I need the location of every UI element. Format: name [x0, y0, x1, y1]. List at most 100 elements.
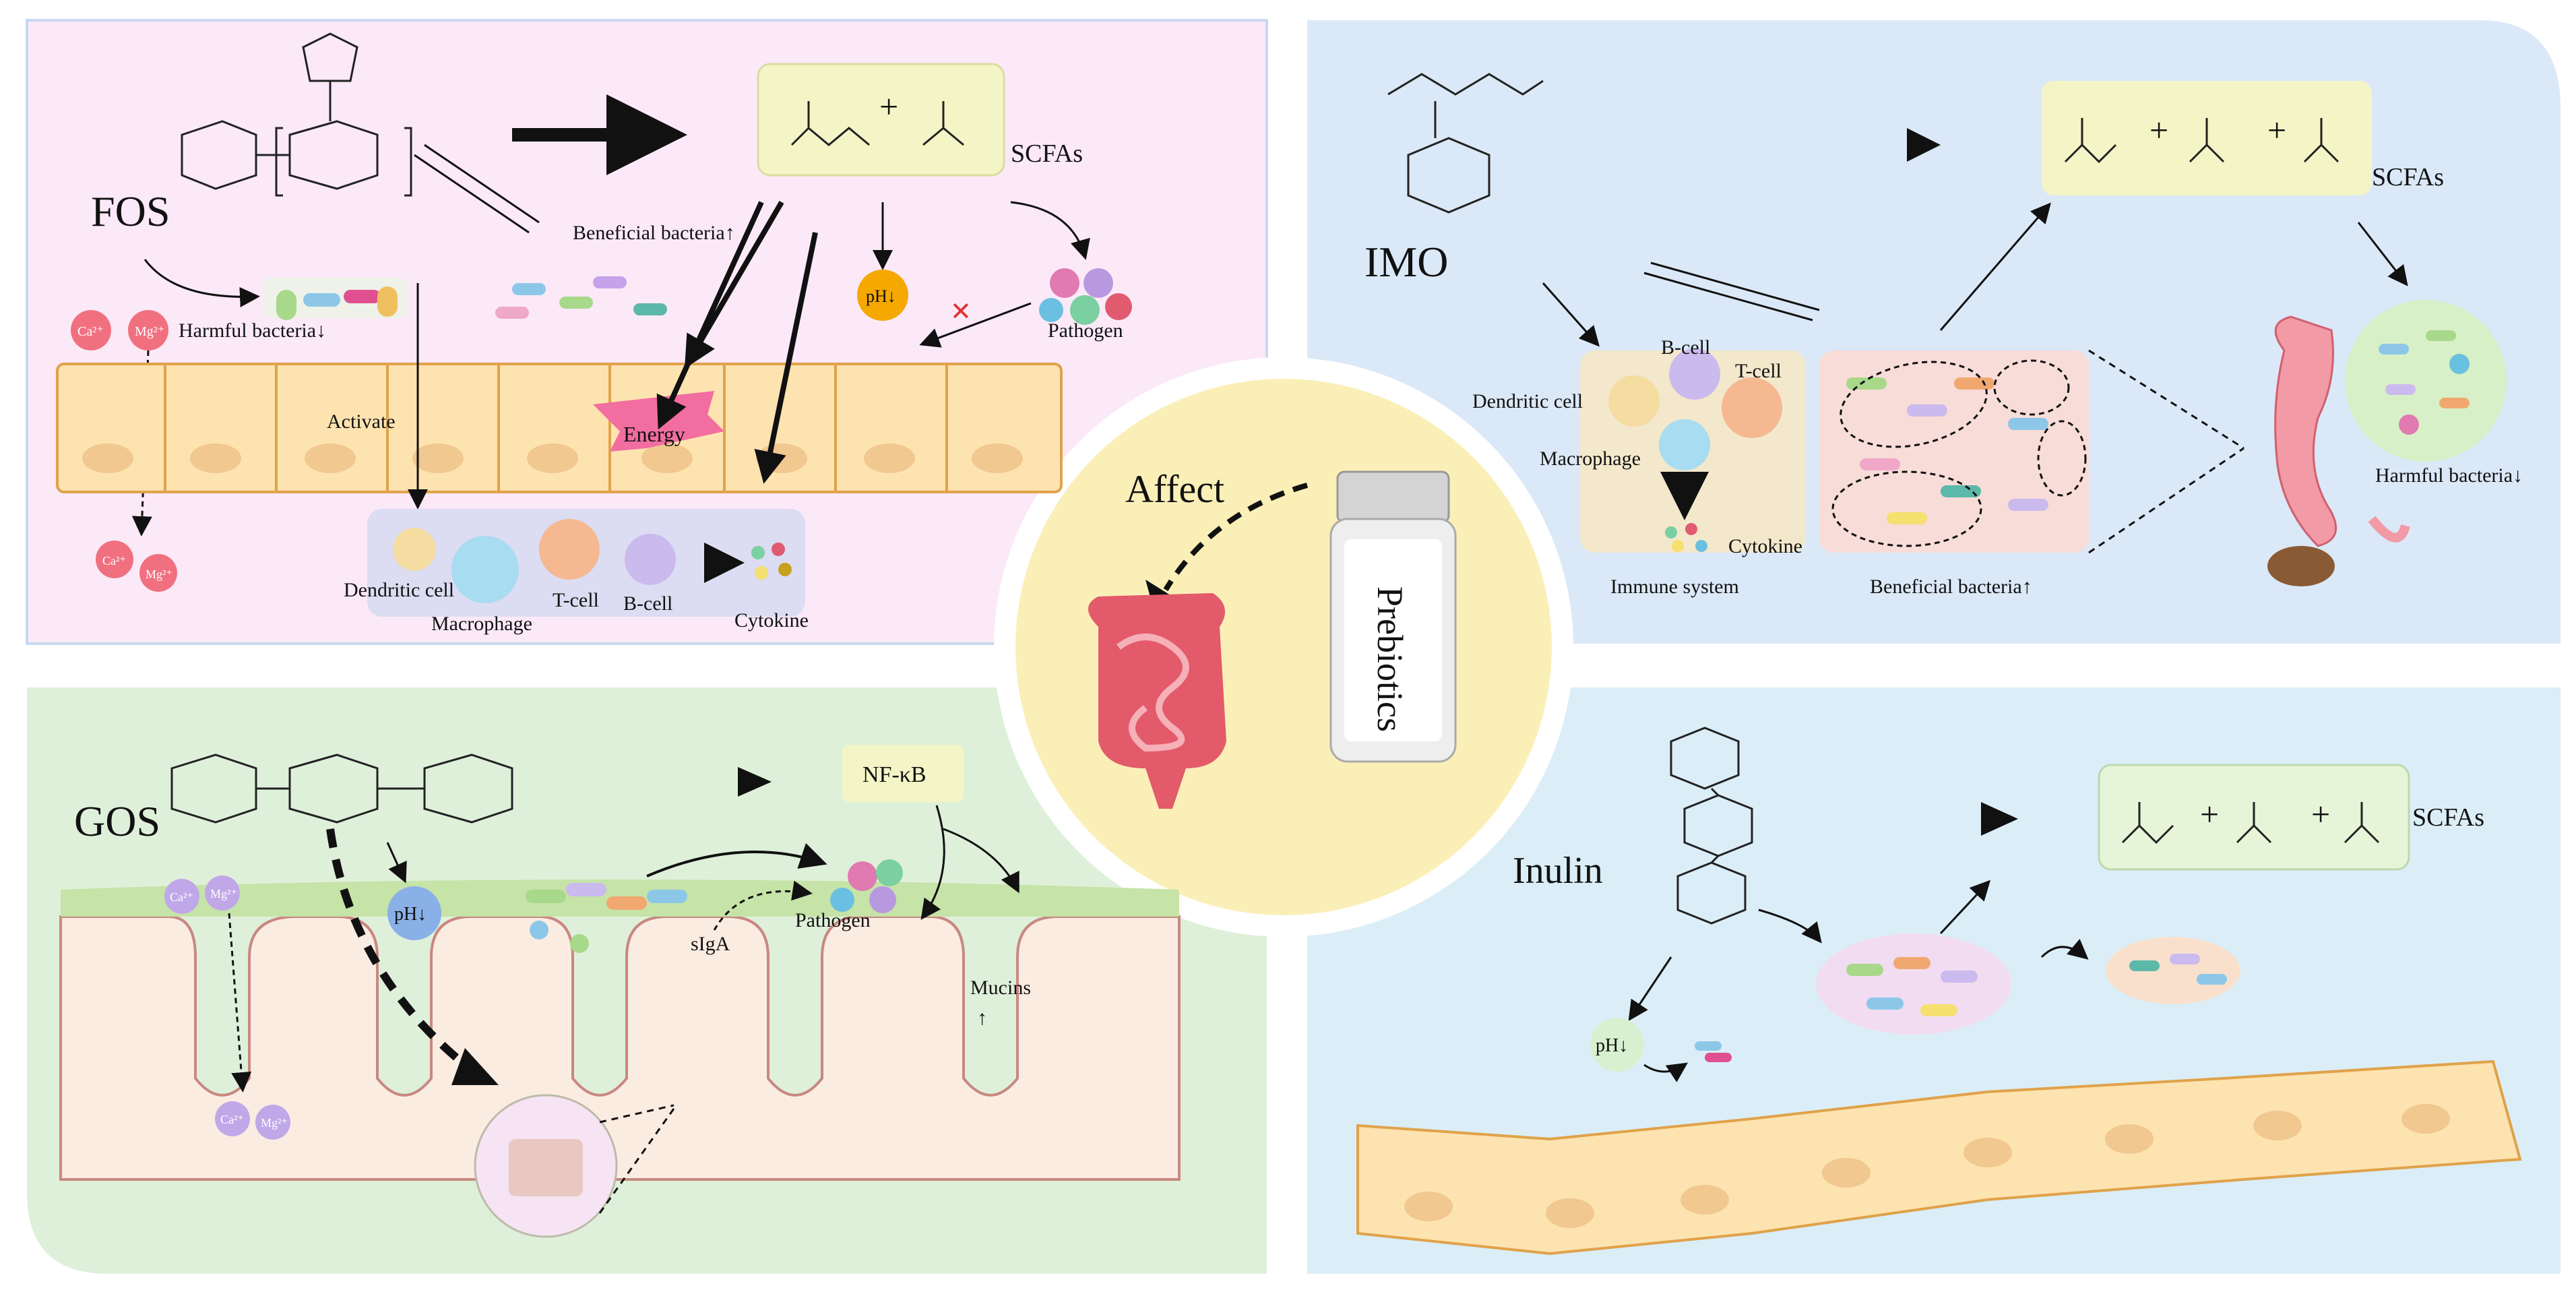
imo-macrophage-icon — [1659, 419, 1710, 470]
imo-tcell-label: T-cell — [1735, 360, 1782, 382]
imo-magnify-bacteria — [2379, 330, 2470, 435]
fos-ca-label: Ca²⁺ — [77, 324, 104, 339]
fos-dendritic-label: Dendritic cell — [344, 579, 454, 601]
gos-ph-label: pH↓ — [394, 904, 427, 925]
imo-beneficial-label: Beneficial bacteria↑ — [1870, 576, 2032, 598]
inulin-main-arrowhead — [1981, 802, 2018, 836]
inulin-plus-1: + — [2200, 795, 2219, 833]
inulin-bacteria — [1846, 957, 1978, 1016]
imo-plus-1: + — [2149, 111, 2168, 149]
fos-beneficial-bacteria — [495, 276, 667, 319]
gos-zoom-tissue — [509, 1139, 583, 1196]
imo-stool — [2267, 546, 2335, 586]
gos-ph-circle — [387, 886, 441, 940]
fos-cross: ✕ — [950, 298, 972, 326]
gos-dashed-arrowhead — [451, 1048, 499, 1085]
fos-macrophage-label: Macrophage — [431, 613, 532, 635]
prebiotics-label-area — [1344, 539, 1442, 741]
inulin-section: Inulin + + SCFAs — [1356, 727, 2522, 1256]
fos-scfa-molecules — [790, 101, 964, 146]
fos-dendritic-icon — [393, 528, 436, 571]
imo-magnify-circle — [2345, 300, 2507, 462]
gos-nfkb-box — [842, 745, 964, 802]
center-affect-arrow — [1163, 483, 1309, 592]
fos-title: FOS — [91, 187, 170, 235]
inulin-arrow-cluster2 — [2040, 938, 2089, 960]
imo-scfa-molecules — [2064, 118, 2339, 164]
imo-colon-tail — [2368, 516, 2410, 543]
fos-ph-label: pH↓ — [866, 286, 896, 306]
gos-bacteria-arrow — [646, 842, 827, 878]
gos-dashed-arrow — [326, 828, 468, 1068]
inulin-ph-small-arrow — [1643, 1062, 1688, 1082]
imo-dendritic-icon — [1608, 375, 1660, 427]
imo-cytokine-dots — [1665, 523, 1707, 552]
center-section: Affect Prebiotics — [1088, 467, 1457, 809]
imo-bcell-icon — [1669, 348, 1720, 400]
gos-mucins-up: ↑ — [977, 1007, 987, 1029]
gos-siga-label: sIgA — [691, 933, 730, 955]
inulin-plus-2: + — [2311, 795, 2330, 833]
imo-bcell-label: B-cell — [1661, 336, 1710, 359]
imo-main-arrowhead — [1907, 128, 1941, 162]
inulin-epithelium — [1356, 1059, 2522, 1256]
fos-pathogen-cluster — [1039, 268, 1132, 325]
imo-harmful-label: Harmful bacteria↓ — [2375, 464, 2523, 487]
gos-ca-label: Ca²⁺ — [170, 890, 193, 904]
fos-mg-ion-2 — [139, 554, 177, 592]
fos-ca-label-2: Ca²⁺ — [102, 554, 126, 567]
fos-epithelium — [56, 363, 1063, 493]
fos-bcell-label: B-cell — [623, 592, 672, 615]
inulin-scfa-molecules — [2121, 802, 2380, 844]
gos-ph-arrow — [386, 842, 407, 884]
imo-section: IMO + + SCFAs — [1364, 73, 2523, 598]
imo-arrow-colon — [2357, 222, 2408, 286]
fos-scfa-box — [757, 63, 1005, 177]
imo-dashed-groups — [1831, 359, 2087, 547]
inulin-nuclei — [1404, 1104, 2450, 1228]
gos-section: GOS NF-κB Ca²⁺ Mg²⁺ Ca²⁺ Mg²⁺ pH↓ — [59, 745, 1181, 1238]
gos-mg-label: Mg²⁺ — [210, 887, 237, 900]
inulin-title: Inulin — [1513, 850, 1603, 892]
gos-mucins-label: Mucins — [970, 977, 1031, 999]
imo-macrophage-label: Macrophage — [1540, 448, 1641, 470]
inulin-bacteria-cluster — [1816, 933, 2011, 1035]
fos-mg-label: Mg²⁺ — [135, 324, 164, 339]
inulin-arrow-scfa — [1939, 880, 1991, 935]
fos-pathogen-inhibit — [919, 302, 1032, 348]
fos-harmful-label: Harmful bacteria↓ — [179, 319, 326, 342]
gos-main-arrowhead — [738, 767, 772, 797]
gos-nfkb-arrow — [920, 805, 945, 920]
inulin-ph-label: pH↓ — [1596, 1035, 1628, 1056]
imo-bacteria — [1846, 377, 2048, 524]
imo-dendritic-label: Dendritic cell — [1472, 390, 1583, 412]
fos-bcell-icon — [625, 534, 676, 585]
gos-structure — [170, 753, 513, 824]
imo-immune-label: Immune system — [1610, 576, 1739, 598]
gos-bacteria-cluster — [526, 883, 687, 953]
imo-arrow-scfa — [1939, 202, 2051, 331]
gos-ca-ion-2 — [215, 1101, 250, 1136]
imo-title: IMO — [1364, 238, 1448, 286]
center-circle — [1015, 379, 1552, 915]
imo-colon — [2274, 315, 2337, 547]
inulin-bacteria-cluster-2 — [2106, 937, 2240, 1004]
gos-villi — [59, 915, 1181, 1181]
fos-ca-ion — [71, 310, 111, 350]
gos-pathogen-label: Pathogen — [795, 909, 871, 931]
gos-pathogen-cluster — [830, 859, 903, 913]
fos-cytokine-label: Cytokine — [734, 609, 809, 632]
gos-mg-ion-2 — [255, 1105, 290, 1140]
inulin-structure — [1670, 727, 1753, 925]
imo-tcell-icon — [1722, 377, 1782, 438]
fos-scfas-label: SCFAs — [1011, 140, 1083, 168]
fos-tcell-icon — [539, 519, 600, 580]
prebiotics-cap — [1336, 470, 1450, 524]
fos-structure — [181, 32, 412, 197]
imo-equilibrium-arrows — [1643, 262, 1820, 321]
fos-activate-label: Activate — [327, 410, 396, 433]
gos-siga-arrow — [713, 880, 813, 931]
imo-arrow-immune — [1542, 282, 1600, 347]
fos-ph-circle — [857, 270, 908, 321]
fos-mg-label-2: Mg²⁺ — [146, 567, 172, 581]
